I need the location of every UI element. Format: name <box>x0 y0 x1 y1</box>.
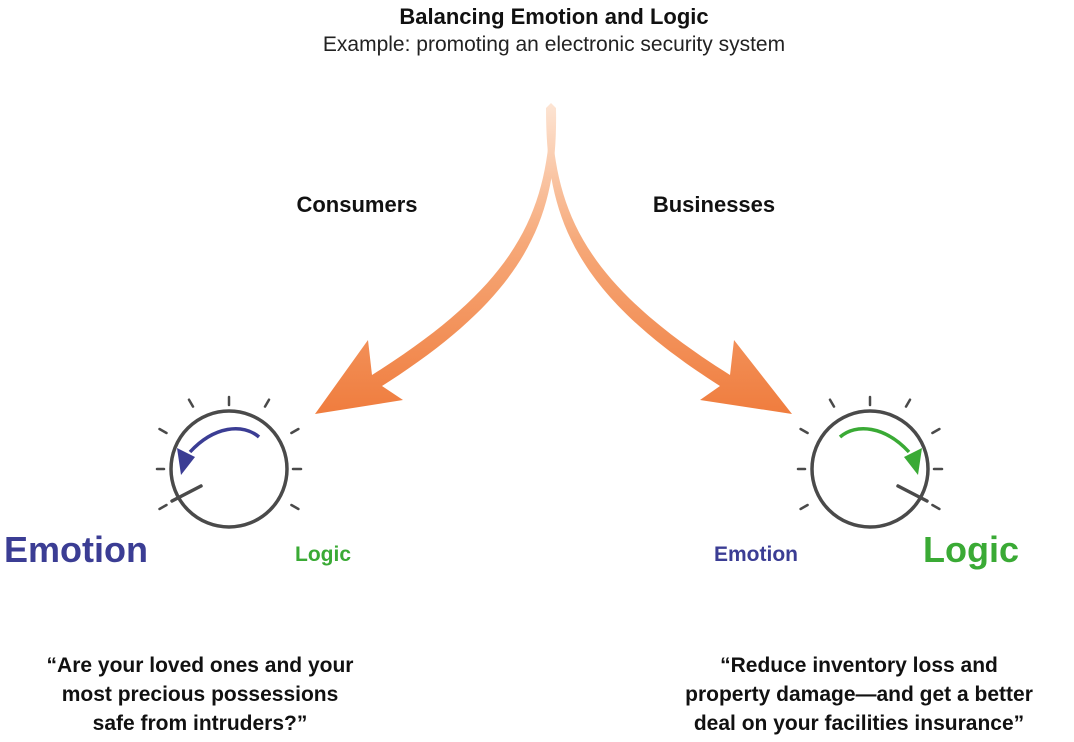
consumer-quote: “Are your loved ones and your most preci… <box>46 654 354 735</box>
right-dial-label-logic: Logic <box>923 529 1019 570</box>
right-dial-label-emotion: Emotion <box>714 543 798 566</box>
left-dial-label-emotion: Emotion <box>4 529 148 570</box>
branch-label-consumers: Consumers <box>296 192 418 217</box>
right-arrow <box>546 103 792 414</box>
left-dial-label-logic: Logic <box>295 543 351 566</box>
diagram-subtitle: Example: promoting an electronic securit… <box>322 33 786 56</box>
diagram-title: Balancing Emotion and Logic <box>399 4 709 29</box>
right-dial <box>796 395 944 529</box>
left-arrow <box>315 103 557 414</box>
business-quote: “Reduce inventory loss and property dama… <box>685 654 1033 735</box>
left-dial <box>155 395 303 529</box>
branch-label-businesses: Businesses <box>652 192 776 217</box>
